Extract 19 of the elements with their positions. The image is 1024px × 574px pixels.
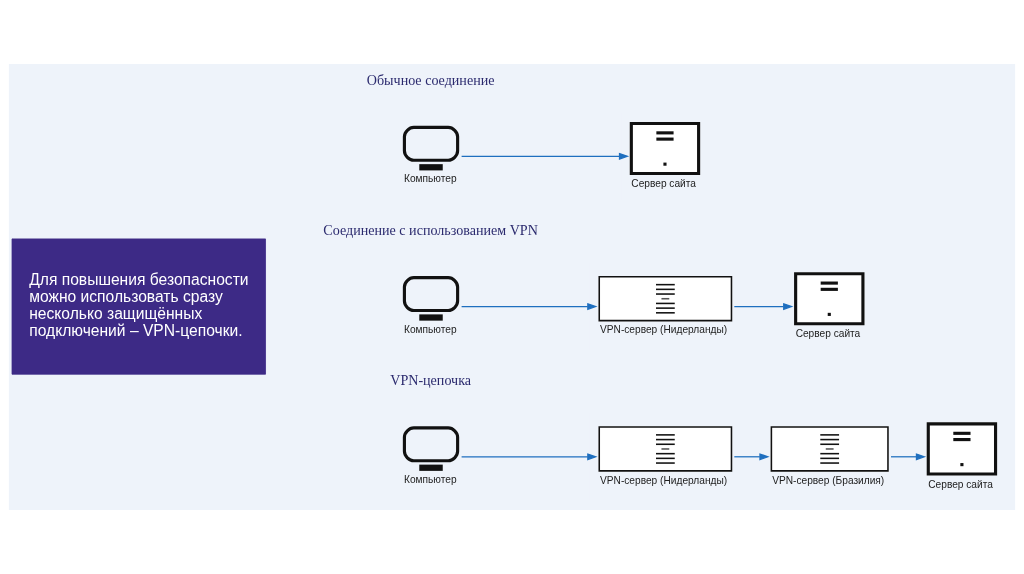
node-label: Сервер сайта [928, 478, 993, 490]
node-box: Для повышения безопасности можно использовать сразу несколько защищённых подключений – VPN-цепочки. [11, 238, 266, 375]
node-label: VPN-сервер (Нидерланды) [600, 474, 728, 486]
arrow [733, 302, 794, 311]
arrow [460, 302, 598, 311]
node-label: Компьютер [404, 473, 457, 485]
arrow [890, 453, 927, 461]
node-label: VPN-сервер (Бразилия) [772, 474, 885, 486]
node-label: VPN-сервер (Нидерланды) [600, 324, 728, 336]
node-label: Сервер сайта [795, 328, 861, 340]
arrow [733, 453, 770, 461]
label: Обычное соединение [366, 71, 495, 88]
arrow [460, 453, 598, 461]
node-label: Компьютер [404, 173, 457, 185]
label: Соединение с использованием VPN [323, 221, 538, 238]
arrow [460, 152, 630, 160]
node-label: Сервер сайта [631, 178, 696, 190]
label: VPN-цепочка [390, 372, 472, 389]
node-label: Компьютер [404, 323, 457, 335]
